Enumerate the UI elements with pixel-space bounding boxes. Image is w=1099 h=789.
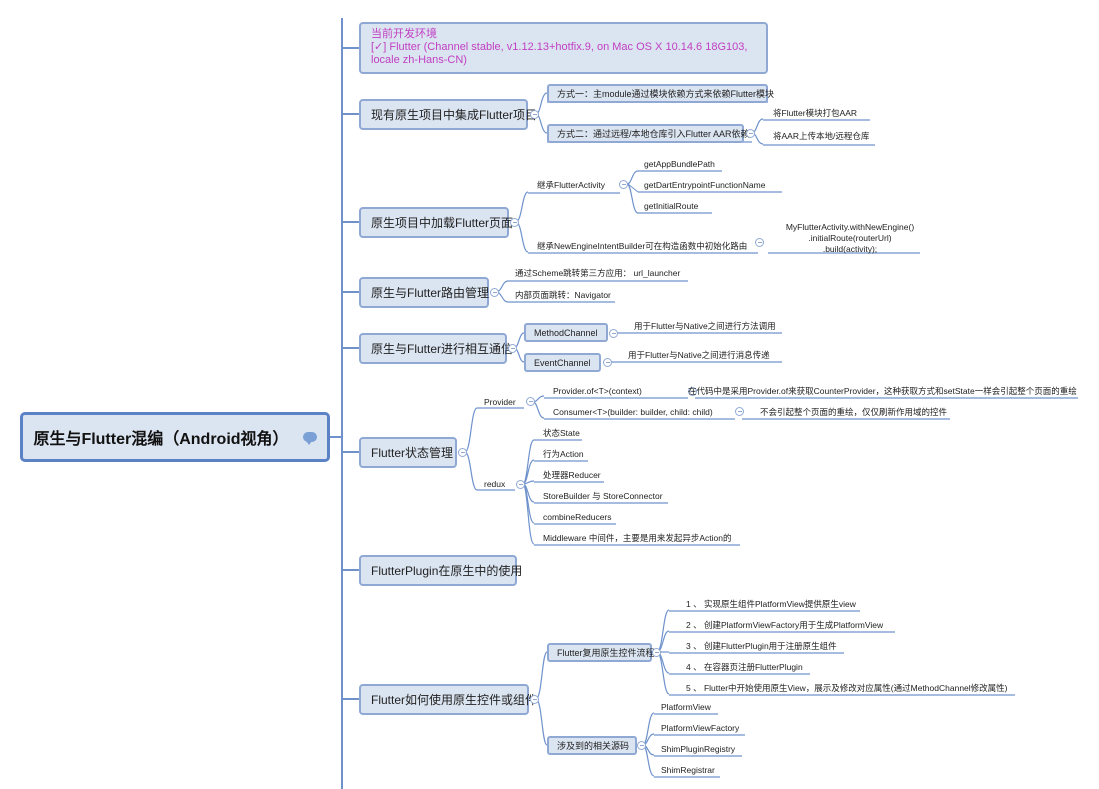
collapse-native-icon[interactable] <box>530 695 539 704</box>
speech-bubble-icon[interactable] <box>302 432 317 445</box>
topic-integrate[interactable]: 现有原生项目中集成Flutter项目 <box>359 99 537 130</box>
flow-step-2: 2 、 创建PlatformViewFactory用于生成PlatformVie… <box>686 620 884 630</box>
native-flow[interactable]: Flutter复用原生控件流程 <box>547 643 655 662</box>
route-scheme: 通过Scheme跳转第三方应用： url_launcher <box>515 268 681 278</box>
integrate-way1[interactable]: 方式一：主module通过模块依赖方式来依赖Flutter模块 <box>547 84 774 103</box>
collapse-event-icon[interactable] <box>603 358 612 367</box>
state-consumer: Consumer<T>(builder: builder, child: chi… <box>553 407 713 417</box>
collapse-comm-icon[interactable] <box>508 344 517 353</box>
source-item-3: ShimPluginRegistry <box>661 744 736 754</box>
collapse-redux-icon[interactable] <box>516 480 525 489</box>
topic-integrate-title: 现有原生项目中集成Flutter项目 <box>371 108 538 122</box>
native-source-label: 涉及到的相关源码 <box>557 741 630 751</box>
load-method-3: getInitialRoute <box>644 201 699 211</box>
collapse-provider-icon[interactable] <box>526 397 535 406</box>
env-line-3: locale zh-Hans-CN) <box>371 54 467 66</box>
load-code-2: .initialRoute(routerUrl) <box>808 233 892 243</box>
topic-native-title: Flutter如何使用原生控件或组件 <box>371 693 538 707</box>
load-inherit: 继承FlutterActivity <box>537 180 606 190</box>
topic-plugin[interactable]: FlutterPlugin在原生中的使用 <box>359 555 522 586</box>
topic-comm-title: 原生与Flutter进行相互通信 <box>371 342 514 356</box>
collapse-load-icon[interactable] <box>510 218 519 227</box>
load-builder: 继承NewEngineIntentBuilder可在构造函数中初始化路由 <box>537 241 748 251</box>
flow-step-4: 4 、 在容器页注册FlutterPlugin <box>686 662 803 672</box>
root-title: 原生与Flutter混编（Android视角） <box>33 431 289 448</box>
collapse-method-icon[interactable] <box>609 329 618 338</box>
load-method-1: getAppBundlePath <box>644 159 715 169</box>
redux-item-6: Middleware 中间件，主要是用来发起异步Action的 <box>543 533 732 543</box>
collapse-source-icon[interactable] <box>637 741 646 750</box>
comm-method-label: MethodChannel <box>534 327 598 338</box>
collapse-builder-icon[interactable] <box>755 238 764 247</box>
env-line-1: 当前开发环境 <box>371 28 437 40</box>
topic-load[interactable]: 原生项目中加载Flutter页面 <box>359 207 513 238</box>
state-redux: redux <box>484 479 506 489</box>
collapse-state-icon[interactable] <box>458 448 467 457</box>
native-flow-label: Flutter复用原生控件流程 <box>557 648 655 658</box>
comm-event-desc: 用于Flutter与Native之间进行消息传递 <box>628 350 770 360</box>
flow-step-5: 5 、 Flutter中开始使用原生View，展示及修改对应属性(通过Metho… <box>686 683 1008 693</box>
source-item-4: ShimRegistrar <box>661 765 715 775</box>
collapse-way2-icon[interactable] <box>746 129 755 138</box>
source-item-2: PlatformViewFactory <box>661 723 740 733</box>
topic-comm[interactable]: 原生与Flutter进行相互通信 <box>359 333 513 364</box>
topic-native[interactable]: Flutter如何使用原生控件或组件 <box>359 684 537 715</box>
state-consumer-desc: 不会引起整个页面的重绘，仅仅刷新作用域的控件 <box>760 407 948 417</box>
env-topic[interactable]: 当前开发环境 [✓] Flutter (Channel stable, v1.1… <box>359 22 768 74</box>
redux-item-3: 处理器Reducer <box>543 470 601 480</box>
load-method-2: getDartEntrypointFunctionName <box>644 180 766 190</box>
topic-state-title: Flutter状态管理 <box>371 446 454 460</box>
comm-method-desc: 用于Flutter与Native之间进行方法调用 <box>634 321 776 331</box>
load-code-3: .build(activity); <box>822 244 878 254</box>
flow-step-3: 3 、 创建FlutterPlugin用于注册原生组件 <box>686 641 837 651</box>
integrate-way1-label: 方式一：主module通过模块依赖方式来依赖Flutter模块 <box>557 89 775 99</box>
collapse-route-icon[interactable] <box>490 288 499 297</box>
collapse-consumer-icon[interactable] <box>735 407 744 416</box>
topic-route[interactable]: 原生与Flutter路由管理 <box>359 277 489 308</box>
comm-method-channel[interactable]: MethodChannel <box>524 323 608 342</box>
integrate-way2-label: 方式二：通过远程/本地仓库引入Flutter AAR依赖 <box>557 129 750 139</box>
native-source[interactable]: 涉及到的相关源码 <box>547 736 637 755</box>
load-code-1: MyFlutterActivity.withNewEngine() <box>785 222 915 232</box>
flow-step-1: 1 、 实现原生组件PlatformView提供原生view <box>686 599 856 609</box>
source-item-1: PlatformView <box>661 702 711 712</box>
aar-step-2: 将AAR上传本地/远程仓库 <box>773 131 870 141</box>
env-line-2: [✓] Flutter (Channel stable, v1.12.13+ho… <box>371 41 748 53</box>
redux-item-1: 状态State <box>543 428 580 438</box>
topic-load-title: 原生项目中加载Flutter页面 <box>371 216 514 230</box>
integrate-way2[interactable]: 方式二：通过远程/本地仓库引入Flutter AAR依赖 <box>547 124 750 143</box>
load-code: MyFlutterActivity.withNewEngine() .initi… <box>780 222 920 255</box>
state-provider: Provider <box>484 397 516 407</box>
root-topic[interactable]: 原生与Flutter混编（Android视角） <box>20 412 330 462</box>
topic-plugin-title: FlutterPlugin在原生中的使用 <box>371 564 523 578</box>
collapse-flow-icon[interactable] <box>652 648 661 657</box>
comm-event-channel[interactable]: EventChannel <box>524 353 601 372</box>
topic-route-title: 原生与Flutter路由管理 <box>371 286 490 300</box>
redux-item-4: StoreBuilder 与 StoreConnector <box>543 491 663 501</box>
collapse-integrate-icon[interactable] <box>530 110 539 119</box>
comm-event-label: EventChannel <box>534 357 591 368</box>
collapse-inherit-icon[interactable] <box>619 180 628 189</box>
redux-item-2: 行为Action <box>543 449 584 459</box>
redux-item-5: combineReducers <box>543 512 612 522</box>
topic-state[interactable]: Flutter状态管理 <box>359 437 457 468</box>
aar-step-1: 将Flutter模块打包AAR <box>773 108 858 118</box>
state-provider-of-desc: 在代码中是采用Provider.of来获取CounterProvider，这种获… <box>688 386 1077 396</box>
state-provider-of: Provider.of<T>(context) <box>553 386 642 396</box>
route-navigator: 内部页面跳转：Navigator <box>515 290 611 300</box>
collapse-provider-of-icon[interactable] <box>688 387 697 396</box>
